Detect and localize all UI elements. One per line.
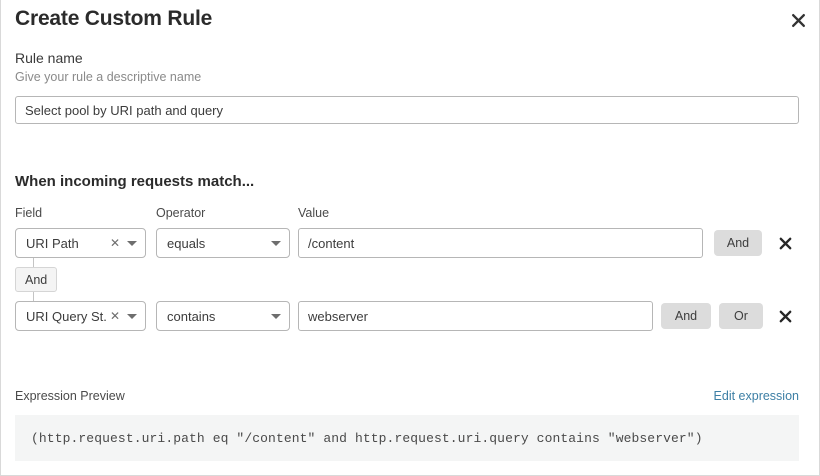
condition-connector: And [15, 258, 135, 302]
rule-name-help-text: Give your rule a descriptive name [15, 70, 202, 84]
delete-condition-2-icon[interactable] [775, 303, 795, 329]
operator-select-2-value: contains [167, 308, 216, 324]
expression-preview-label: Expression Preview [15, 389, 125, 403]
clear-x-icon[interactable]: ✕ [109, 236, 120, 250]
and-button-2[interactable]: And [661, 303, 711, 329]
chevron-down-icon [127, 240, 137, 246]
operator-select-2[interactable]: contains [156, 301, 290, 331]
value-input-2[interactable] [298, 301, 653, 331]
rule-name-label: Rule name [15, 50, 83, 66]
clear-x-icon[interactable]: ✕ [109, 309, 120, 323]
close-icon[interactable] [785, 7, 811, 33]
connector-and-badge[interactable]: And [15, 267, 58, 292]
connector-line-bottom [33, 292, 34, 301]
chevron-down-icon [271, 240, 281, 246]
column-header-value: Value [298, 206, 330, 220]
value-input-1[interactable] [298, 228, 703, 258]
field-select-2[interactable]: URI Query St... ✕ [15, 301, 146, 331]
field-select-1-value: URI Path [26, 235, 79, 251]
operator-select-1-value: equals [167, 235, 206, 251]
chevron-down-icon [271, 313, 281, 319]
rule-name-input[interactable] [15, 96, 799, 124]
conditions-heading: When incoming requests match... [15, 173, 255, 190]
and-button-1[interactable]: And [714, 230, 762, 256]
condition-row: URI Path ✕ equals And [1, 228, 820, 258]
expression-preview-code: (http.request.uri.path eq "/content" and… [31, 430, 703, 446]
field-select-1[interactable]: URI Path ✕ [15, 228, 146, 258]
condition-row: URI Query St... ✕ contains And Or [1, 301, 820, 331]
operator-select-1[interactable]: equals [156, 228, 290, 258]
column-header-field: Field [15, 206, 43, 220]
chevron-down-icon [127, 313, 137, 319]
page-title: Create Custom Rule [15, 7, 213, 30]
column-header-operator: Operator [156, 206, 206, 220]
expression-preview-header: Expression Preview Edit expression [15, 389, 799, 407]
edit-expression-link[interactable]: Edit expression [713, 389, 799, 403]
field-select-2-value: URI Query St... [26, 308, 106, 324]
or-button-2[interactable]: Or [719, 303, 763, 329]
condition-column-headers: Field Operator Value [1, 206, 820, 224]
rule-name-section: Rule name Give your rule a descriptive n… [15, 50, 799, 124]
expression-preview-box: (http.request.uri.path eq "/content" and… [15, 415, 799, 461]
connector-line-top [33, 258, 34, 267]
delete-condition-1-icon[interactable] [775, 230, 795, 256]
